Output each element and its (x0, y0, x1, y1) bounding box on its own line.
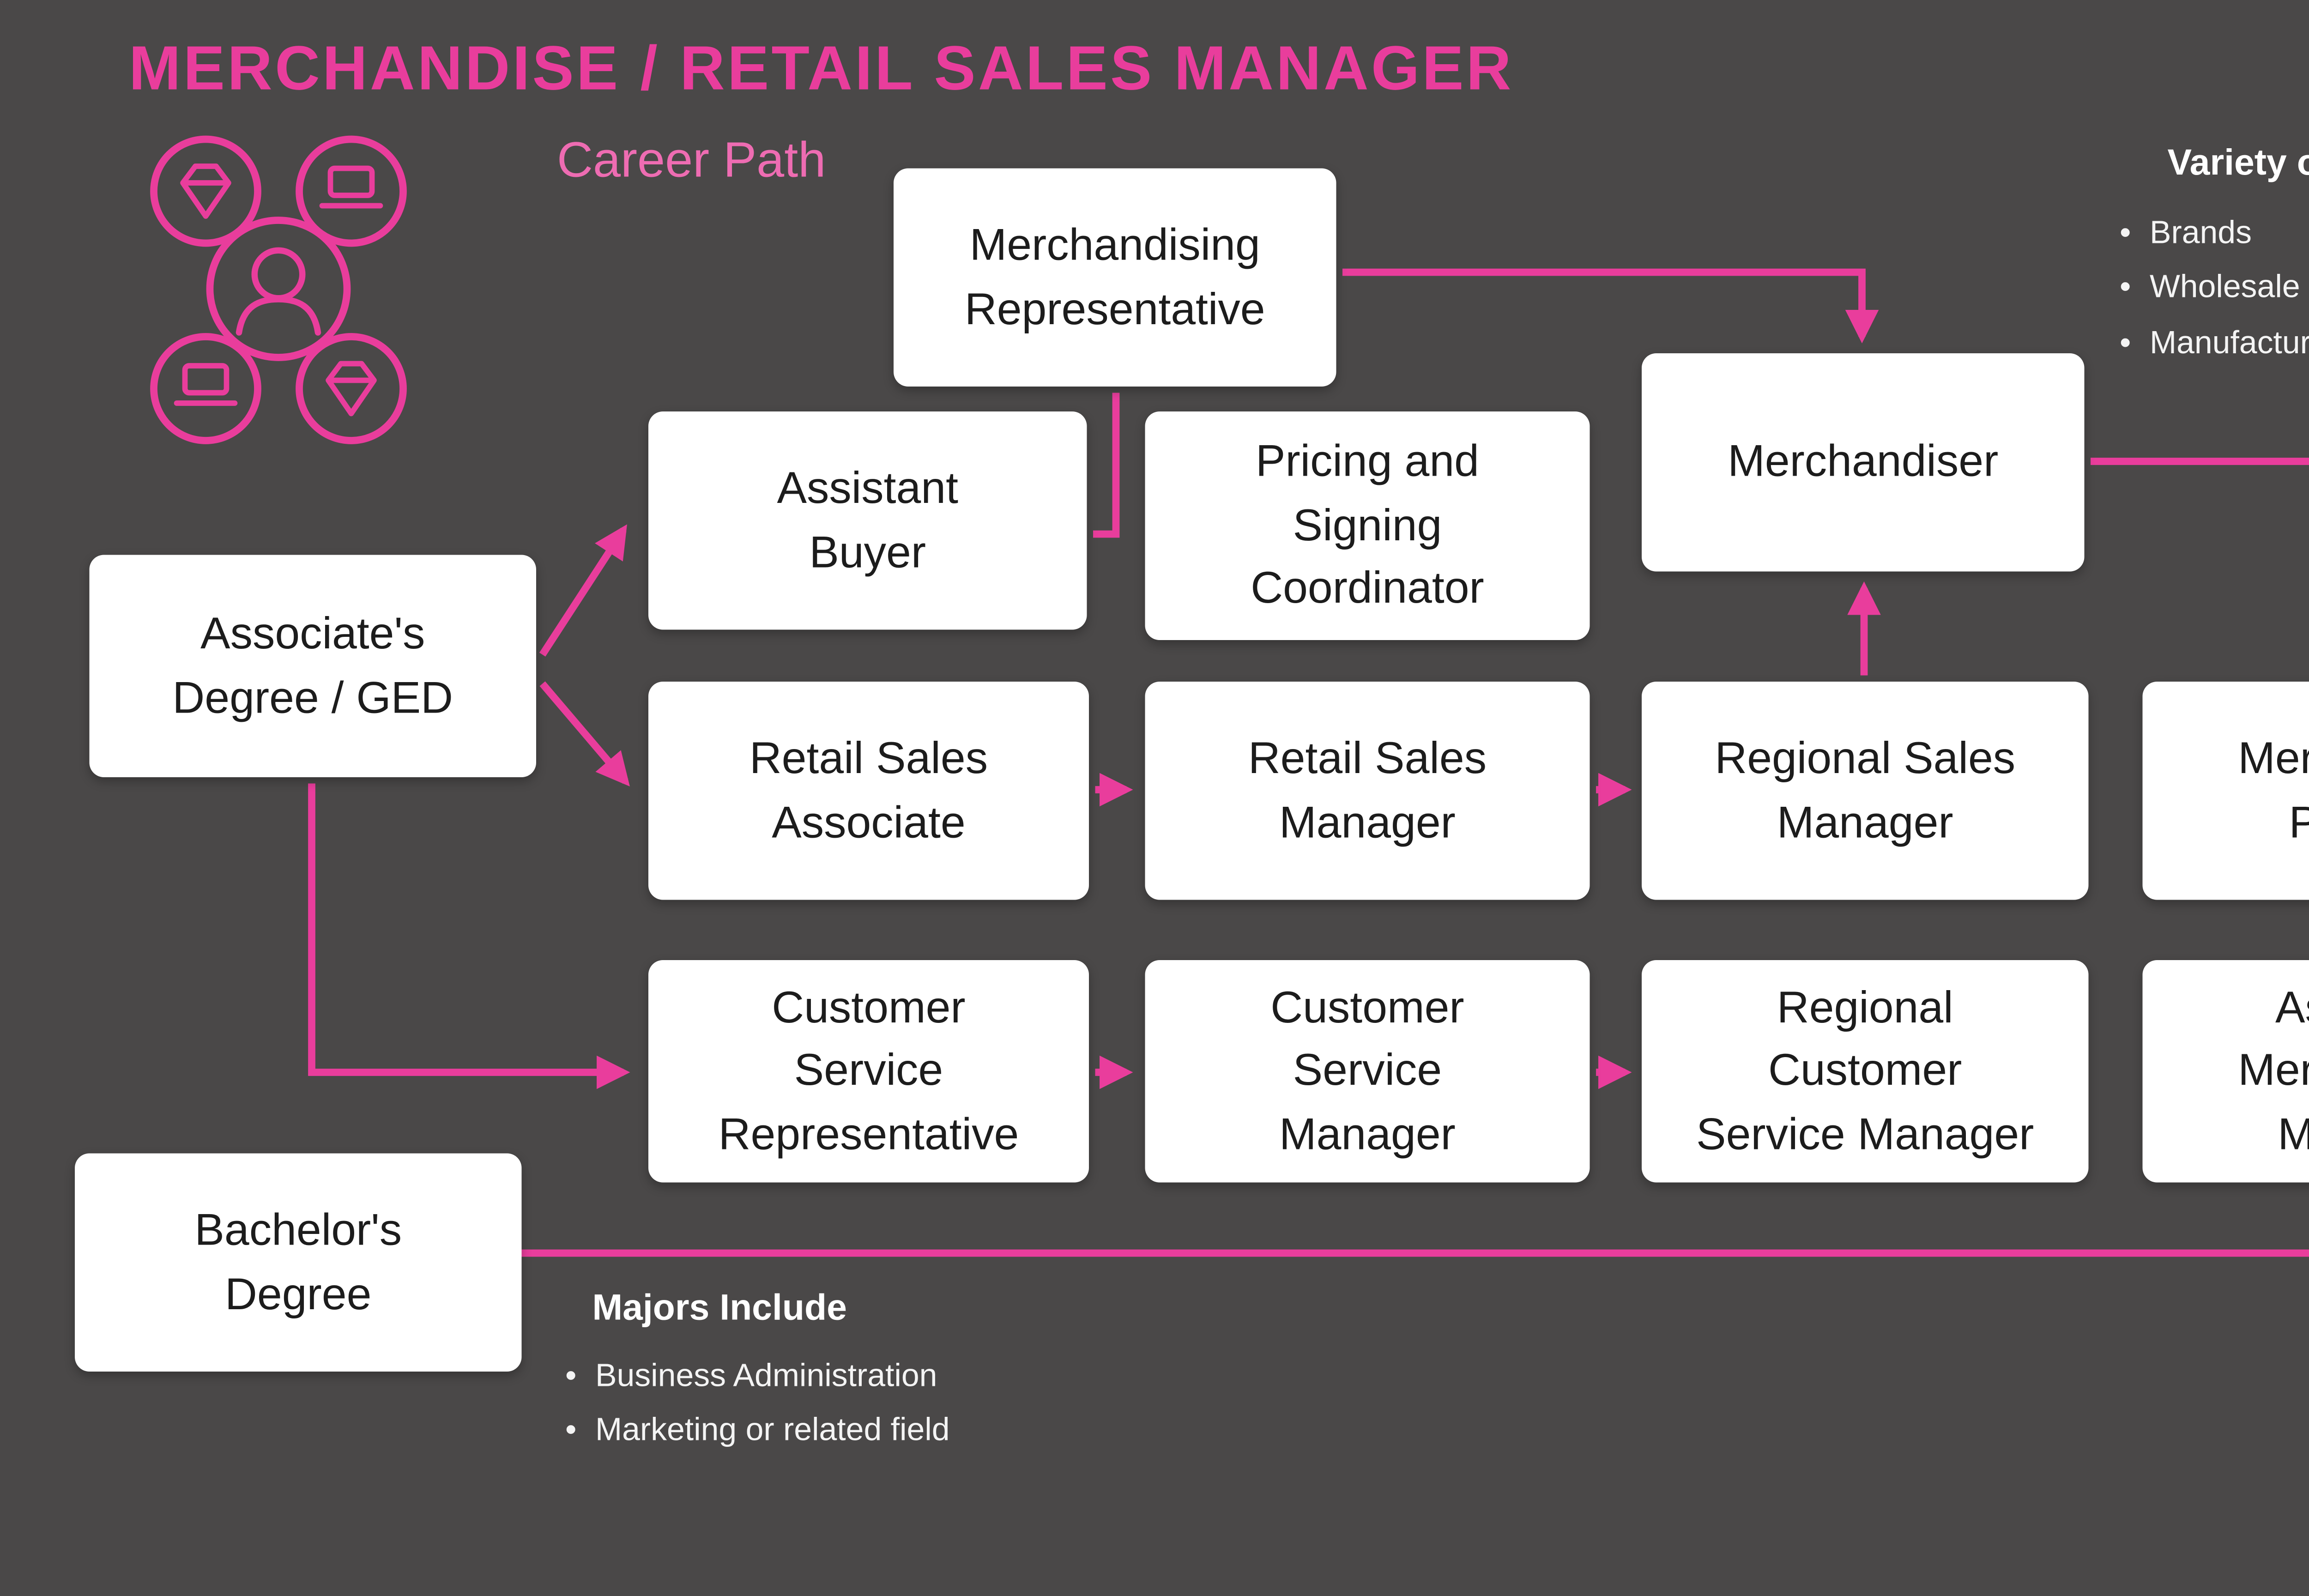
work-area-item: Brands (2120, 214, 2309, 254)
node-assistant-buyer: Assistant Buyer (648, 411, 1087, 630)
node-assistant-merchandise-manager: Assistant Merchandise Manager (2142, 960, 2309, 1183)
node-customer-service-manager: Customer Service Manager (1145, 960, 1590, 1183)
node-merchandiser: Merchandiser (1642, 353, 2085, 572)
work-area-item: Manufacturers (2120, 324, 2309, 364)
career-path-subtitle: Career Path (557, 133, 826, 189)
node-regional-customer-service-manager: Regional Customer Service Manager (1642, 960, 2089, 1183)
edge-associates-to-assistant-buyer (539, 524, 627, 657)
node-associates-degree-ged: Associate's Degree / GED (89, 555, 536, 777)
majors-list: Business Administration Marketing or rel… (565, 1357, 1002, 1467)
edge-merchandiser-to-planner (2091, 458, 2309, 465)
page-title: MERCHANDISE / RETAIL SALES MANAGER (129, 35, 1514, 104)
edge-associates-to-retail-sales-associate (539, 681, 630, 787)
major-item: Marketing or related field (565, 1412, 1002, 1452)
node-pricing-signing-coordinator: Pricing and Signing Coordinator (1145, 411, 1590, 640)
node-merchandising-representative: Merchandising Representative (894, 168, 1336, 387)
node-retail-sales-associate: Retail Sales Associate (648, 682, 1089, 900)
node-regional-sales-manager: Regional Sales Manager (1642, 682, 2089, 900)
node-merchandise-planner: Merchandise Planner (2142, 682, 2309, 900)
node-retail-sales-manager: Retail Sales Manager (1145, 682, 1590, 900)
node-bachelors-degree: Bachelor's Degree (75, 1153, 522, 1372)
major-item: Business Administration (565, 1357, 1002, 1397)
edge-bachelors-to-mm (521, 1249, 2309, 1257)
work-area-item: Wholesale Traders (2120, 269, 2309, 309)
majors-heading: Majors Include (592, 1286, 847, 1328)
edge-merch-rep-to-merchandiser (1342, 268, 1879, 344)
node-customer-service-representative: Customer Service Representative (648, 960, 1089, 1183)
merchandising-network-icon (150, 135, 407, 444)
edge-associates-to-customer-service-rep (308, 783, 630, 1089)
edge-merch-rep-down-connector (1093, 393, 1120, 538)
work-areas-heading: Variety of areas can work at: (2167, 141, 2309, 183)
work-areas-column-1: Brands Wholesale Traders Manufacturers (2120, 214, 2309, 379)
